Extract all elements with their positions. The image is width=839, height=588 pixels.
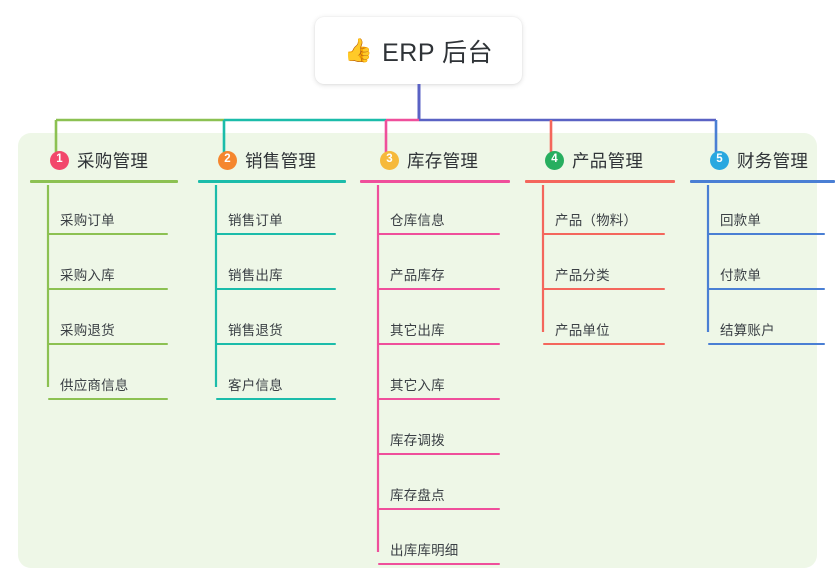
list-item-underline [708,233,825,235]
list-item-underline [543,233,665,235]
column-badge-icon: 3 [380,150,399,170]
column-4: 4 产品管理产品（物料） 产品分类产品单位 [525,145,675,348]
root-node-card[interactable]: 👍 ERP 后台 [315,17,522,84]
list-item-label: 采购退货 [60,323,115,338]
list-item[interactable]: 库存调拨 [360,422,510,455]
list-item-underline [543,288,665,290]
list-item-underline [216,343,336,345]
list-item-label: 客户信息 [228,378,283,393]
list-item-underline [216,233,336,235]
column-2: 2 销售管理销售订单销售出库销售退货客户信息 [198,145,346,403]
column-underline [30,180,178,183]
list-item-label: 产品（物料） [555,213,638,228]
list-item[interactable]: 库存盘点 [360,477,510,510]
list-item[interactable]: 采购订单 [30,202,178,235]
root-node-label: 👍 ERP 后台 [344,33,493,69]
column-item-list: 仓库信息产品库存其它出库其它入库库存调拨库存盘点出库库明细 [360,183,510,568]
list-item-label: 仓库信息 [390,213,445,228]
column-item-list: 销售订单销售出库销售退货客户信息 [198,183,346,403]
list-item[interactable]: 供应商信息 [30,367,178,400]
list-item[interactable]: 付款单 [690,257,835,290]
list-item[interactable]: 采购退货 [30,312,178,345]
list-item-label: 其它入库 [390,378,445,393]
column-header-3[interactable]: 3 库存管理 [360,145,510,175]
list-item-underline [378,288,500,290]
column-5: 5 财务管理回款单付款单结算账户 [690,145,835,348]
list-item[interactable]: 采购入库 [30,257,178,290]
list-item-label: 出库库明细 [390,543,459,558]
list-item-underline [708,288,825,290]
list-item[interactable]: 产品单位 [525,312,675,345]
list-item-underline [378,453,500,455]
column-title: 库存管理 [407,150,479,171]
column-badge-icon: 5 [710,150,729,170]
column-badge-icon: 2 [218,150,237,170]
column-underline [525,180,675,183]
column-badge-icon: 4 [545,150,564,170]
list-item-underline [48,343,168,345]
list-item[interactable]: 销售出库 [198,257,346,290]
list-item-label: 回款单 [720,213,762,228]
list-item[interactable]: 产品（物料） [525,202,675,235]
list-item[interactable]: 产品分类 [525,257,675,290]
list-item-underline [378,563,500,565]
column-title: 销售管理 [245,150,317,171]
list-item-underline [378,398,500,400]
list-item-underline [48,398,168,400]
list-item-label: 销售退货 [228,323,283,338]
list-item[interactable]: 其它出库 [360,312,510,345]
column-item-list: 回款单付款单结算账户 [690,183,835,348]
list-item-underline [543,343,665,345]
column-1: 1 采购管理采购订单采购入库采购退货供应商信息 [30,145,178,403]
list-item-underline [216,288,336,290]
list-item-label: 供应商信息 [60,378,129,393]
list-item-label: 其它出库 [390,323,445,338]
list-item[interactable]: 仓库信息 [360,202,510,235]
column-item-list: 采购订单采购入库采购退货供应商信息 [30,183,178,403]
list-item-label: 销售订单 [228,213,283,228]
list-item-label: 库存盘点 [390,488,445,503]
list-item-underline [48,233,168,235]
list-item[interactable]: 销售退货 [198,312,346,345]
list-item[interactable]: 出库库明细 [360,532,510,565]
list-item-underline [708,343,825,345]
column-underline [360,180,510,183]
list-item-label: 付款单 [720,268,762,283]
column-title: 采购管理 [77,150,149,171]
thumbs-up-icon: 👍 [343,37,374,63]
list-item-label: 库存调拨 [390,433,445,448]
column-title: 产品管理 [572,150,644,171]
list-item-label: 采购订单 [60,213,115,228]
list-item[interactable]: 结算账户 [690,312,835,345]
list-item-label: 产品分类 [555,268,610,283]
list-item-underline [378,508,500,510]
list-item[interactable]: 其它入库 [360,367,510,400]
list-item-label: 采购入库 [60,268,115,283]
list-item-label: 销售出库 [228,268,283,283]
column-header-1[interactable]: 1 采购管理 [30,145,178,175]
list-item-label: 产品单位 [555,323,610,338]
list-item-underline [378,343,500,345]
column-3: 3 库存管理仓库信息产品库存其它出库其它入库库存调拨库存盘点出库库明细 [360,145,510,568]
column-badge-icon: 1 [50,150,69,170]
list-item[interactable]: 回款单 [690,202,835,235]
column-header-5[interactable]: 5 财务管理 [690,145,835,175]
column-underline [198,180,346,183]
list-item-underline [216,398,336,400]
column-underline [690,180,835,183]
diagram-panel [18,133,817,568]
column-title: 财务管理 [737,150,809,171]
list-item[interactable]: 客户信息 [198,367,346,400]
column-item-list: 产品（物料） 产品分类产品单位 [525,183,675,348]
list-item-label: 产品库存 [390,268,445,283]
list-item[interactable]: 产品库存 [360,257,510,290]
list-item-underline [378,233,500,235]
list-item-label: 结算账户 [720,323,775,338]
list-item-underline [48,288,168,290]
column-header-4[interactable]: 4 产品管理 [525,145,675,175]
column-header-2[interactable]: 2 销售管理 [198,145,346,175]
list-item[interactable]: 销售订单 [198,202,346,235]
root-title-text: ERP 后台 [382,38,494,67]
